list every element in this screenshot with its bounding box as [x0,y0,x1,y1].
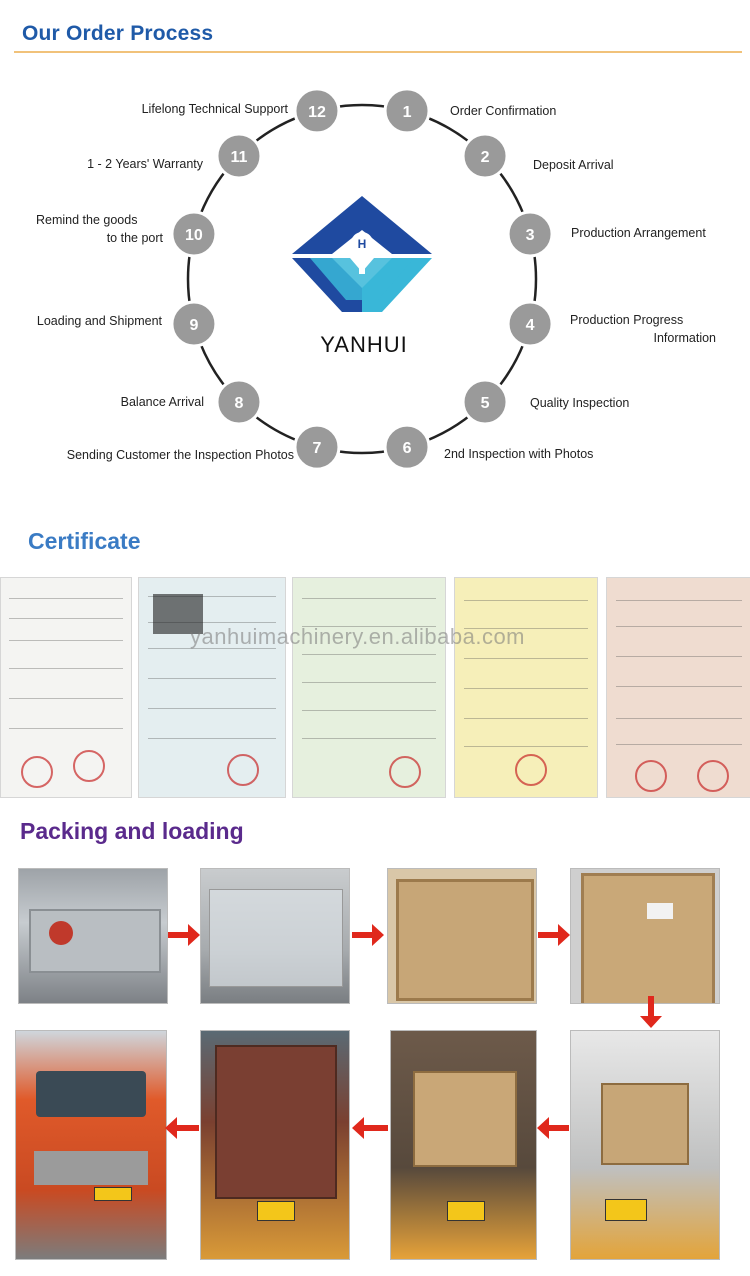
step-circle-10: 10 [170,210,218,258]
photo-container-loading [570,1030,720,1260]
step-circle-1: 1 [383,87,431,135]
step-label-7: Sending Customer the Inspection Photos [66,448,294,462]
process-ring [186,103,538,455]
certificate-image-4 [454,577,598,798]
arrow-left-icon [537,1117,569,1139]
step-circle-2: 2 [461,132,509,180]
arrow-right-icon [352,924,384,946]
step-number: 12 [308,104,326,121]
step-number: 3 [526,227,535,244]
arrow-down-icon [640,996,662,1028]
photo-container-loaded [390,1030,537,1260]
step-number: 11 [231,149,248,166]
step-circle-11: 11 [215,132,263,180]
certificate-image-1 [0,577,132,798]
step-number: 8 [235,395,244,412]
step-number: 2 [481,149,490,166]
photo-crate-marking [570,868,720,1004]
photo-wrapped-machine [200,868,350,1004]
step-label-5: Quality Inspection [530,396,630,410]
step-circle-8: 8 [215,378,263,426]
step-label-2: Deposit Arrival [533,158,614,172]
step-label-3: Production Arrangement [571,226,706,240]
step-label-4-line1: Production Progress [570,313,684,327]
arrow-left-icon [352,1117,388,1139]
step-label-10-line1: Remind the goods [36,213,138,227]
step-label-6: 2nd Inspection with Photos [444,447,594,461]
step-circle-4: 4 [506,300,554,348]
arrow-right-icon [168,924,200,946]
step-label-9: Loading and Shipment [36,314,162,328]
step-circle-12: 12 [293,87,341,135]
step-label-10: Remind the goods to the port [10,211,163,247]
certificate-watermark: yanhuimachinery.en.alibaba.com [190,624,525,649]
step-label-10-line2: to the port [106,231,163,245]
logo-mark: H [358,237,367,251]
photo-machine [18,868,168,1004]
step-number: 1 [403,104,412,121]
step-number: 4 [526,317,535,334]
step-label-12: Lifelong Technical Support [141,102,288,116]
arrow-left-icon [165,1117,199,1139]
certificate-title: Certificate [28,528,141,554]
step-label-8: Balance Arrival [120,395,204,409]
step-circle-9: 9 [170,300,218,348]
photo-wooden-crate [387,868,537,1004]
step-number: 6 [403,440,412,457]
step-label-11: 1 - 2 Years' Warranty [87,157,203,171]
step-number: 5 [481,395,490,412]
arrow-right-icon [538,924,570,946]
step-label-4: Production Progress Information [560,311,716,347]
step-circle-5: 5 [461,378,509,426]
certificate-image-3 [292,577,446,798]
step-circle-6: 6 [383,423,431,471]
step-label-4-line2: Information [653,331,716,345]
certificate-image-5 [606,577,750,798]
title-divider [14,51,742,53]
step-circle-7: 7 [293,423,341,471]
yanhui-logo-icon: H [292,196,432,312]
step-number: 9 [189,317,198,334]
step-label-1: Order Confirmation [450,104,557,118]
step-number: 7 [313,440,322,457]
step-number: 10 [185,227,203,244]
order-process-title: Our Order Process [22,22,214,45]
step-circle-3: 3 [506,210,554,258]
photo-sealed-container [200,1030,350,1260]
certificate-image-2 [138,577,286,798]
logo-text: YANHUI [320,332,408,357]
packing-title: Packing and loading [20,818,244,844]
photo-truck [15,1030,167,1260]
